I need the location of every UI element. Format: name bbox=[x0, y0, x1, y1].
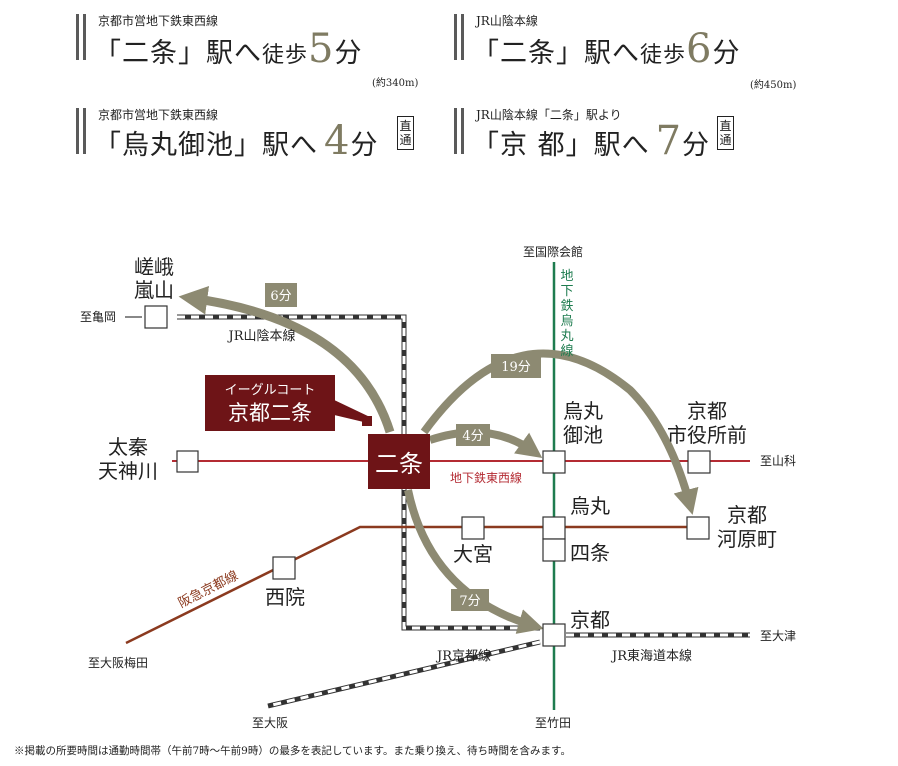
walk-label: 徒歩 bbox=[262, 43, 309, 68]
minutes-value: 5 bbox=[308, 26, 335, 72]
distance: (約340m) bbox=[372, 78, 419, 89]
time-badge-oike: 4分 bbox=[456, 424, 490, 446]
station-box-kyoto bbox=[542, 623, 566, 647]
destination-label: 「二条」駅へ bbox=[472, 38, 640, 69]
minutes-unit: 分 bbox=[682, 130, 711, 161]
arrow-kyoto bbox=[404, 489, 544, 634]
time-badge-kyoto: 7分 bbox=[451, 589, 489, 611]
svg-text:6分: 6分 bbox=[270, 289, 291, 304]
station-name-omiya: 大宮 bbox=[453, 542, 493, 566]
destination: 「二条」駅へ徒歩5分 bbox=[94, 26, 362, 72]
station-box-shijo bbox=[542, 538, 566, 562]
destination: 「二条」駅へ徒歩6分 bbox=[472, 26, 740, 72]
direction-kokusai: 至国際会館 bbox=[523, 244, 583, 259]
direction-kameoka: 至亀岡 bbox=[80, 310, 116, 324]
svg-text:下: 下 bbox=[560, 284, 573, 299]
svg-text:7分: 7分 bbox=[459, 594, 480, 609]
svg-text:丸: 丸 bbox=[560, 329, 573, 344]
svg-text:線: 線 bbox=[560, 343, 573, 359]
minutes-value: 6 bbox=[686, 26, 713, 72]
station-box-uzumasa bbox=[176, 450, 199, 473]
destination-label: 「烏丸御池」駅へ bbox=[94, 130, 318, 161]
svg-text:地: 地 bbox=[560, 269, 573, 284]
station-name-uzumasa-2: 天神川 bbox=[98, 459, 158, 483]
station-box-oike bbox=[542, 450, 566, 474]
time-badge-kawaramachi: 19分 bbox=[491, 354, 541, 378]
station-name-oike-2: 御池 bbox=[563, 423, 603, 447]
station-box-karasuma bbox=[542, 516, 566, 540]
station-name-saiin: 西院 bbox=[265, 585, 305, 609]
minutes-unit: 分 bbox=[334, 38, 363, 69]
station-name-nijo: 二条 bbox=[375, 450, 423, 478]
station-name-arashiyama-2: 嵐山 bbox=[134, 278, 174, 302]
destination-label: 「京 都」駅へ bbox=[472, 130, 650, 161]
jr-osaka-line bbox=[267, 639, 541, 709]
line-label-karasuma: 地 下 鉄 烏 丸 線 bbox=[560, 269, 573, 359]
distance: (約450m) bbox=[750, 80, 797, 91]
station-name-uzumasa-1: 太秦 bbox=[108, 435, 148, 459]
destination-label: 「二条」駅へ bbox=[94, 38, 262, 69]
direction-yamashina: 至山科 bbox=[760, 454, 796, 468]
time-badge-arashiyama: 6分 bbox=[265, 283, 297, 307]
station-name-karasuma: 烏丸 bbox=[570, 494, 610, 518]
walk-label: 徒歩 bbox=[640, 43, 687, 68]
station-box-omiya bbox=[461, 516, 485, 540]
station-name-oike-1: 烏丸 bbox=[563, 399, 603, 423]
hankyu-line bbox=[125, 525, 700, 645]
divider-bar bbox=[454, 14, 464, 60]
station-name-arashiyama-1: 嵯峨 bbox=[134, 255, 174, 279]
svg-text:鉄: 鉄 bbox=[560, 299, 573, 314]
minutes-unit: 分 bbox=[712, 38, 741, 69]
direct-badge: 直通 bbox=[397, 116, 414, 150]
station-box-kawaramachi bbox=[686, 516, 710, 540]
direction-osaka: 至大阪 bbox=[252, 716, 288, 730]
station-box-arashiyama bbox=[144, 305, 168, 329]
direction-umeda: 至大阪梅田 bbox=[88, 655, 148, 670]
line-name: 京都市営地下鉄東西線 bbox=[98, 108, 219, 122]
minutes-value: 7 bbox=[655, 118, 683, 164]
property-callout: イーグルコート 京都二条 bbox=[205, 375, 372, 431]
line-label-hankyu: 阪急京都線 bbox=[176, 568, 241, 612]
divider-bar bbox=[454, 108, 464, 154]
access-block-nijo-subway: 京都市営地下鉄東西線 「二条」駅へ徒歩5分 (約340m) bbox=[76, 12, 436, 92]
direction-takeda: 至竹田 bbox=[535, 716, 571, 730]
station-name-shijo: 四条 bbox=[570, 541, 610, 565]
minutes-unit: 分 bbox=[350, 130, 379, 161]
station-box-shiyakusho bbox=[687, 450, 711, 474]
line-name: JR山陰本線「二条」駅より bbox=[476, 108, 622, 122]
direction-otsu: 至大津 bbox=[760, 629, 796, 643]
minutes-value: 4 bbox=[324, 118, 351, 164]
property-name-kana: イーグルコート bbox=[225, 383, 316, 398]
station-box-saiin bbox=[272, 556, 296, 580]
station-name-kawaramachi-2: 河原町 bbox=[717, 527, 777, 551]
line-name: 京都市営地下鉄東西線 bbox=[98, 14, 219, 28]
arrow-kawaramachi bbox=[420, 349, 699, 515]
station-box-nijo bbox=[368, 434, 430, 489]
svg-text:19分: 19分 bbox=[501, 360, 531, 375]
svg-text:烏: 烏 bbox=[560, 313, 573, 329]
svg-text:4分: 4分 bbox=[462, 429, 483, 444]
divider-bar bbox=[76, 108, 86, 154]
footnote: ※掲載の所要時間は通勤時間帯（午前7時〜午前9時）の最多を表記しています。また乗… bbox=[14, 745, 571, 757]
property-name: 京都二条 bbox=[228, 401, 312, 425]
direct-badge: 直通 bbox=[717, 116, 734, 150]
divider-bar bbox=[76, 14, 86, 60]
station-name-kyoto: 京都 bbox=[570, 608, 610, 632]
line-label-jr-sanin: JR山陰本線 bbox=[227, 328, 296, 344]
station-name-shiyakusho-2: 市役所前 bbox=[667, 423, 747, 447]
line-name: JR山陰本線 bbox=[476, 14, 538, 28]
access-block-nijo-jr: JR山陰本線 「二条」駅へ徒歩6分 (約450m) bbox=[454, 12, 814, 92]
line-label-tozai: 地下鉄東西線 bbox=[450, 470, 522, 485]
line-label-jr-kyoto: JR京都線 bbox=[435, 648, 491, 664]
station-name-shiyakusho-1: 京都 bbox=[687, 399, 727, 423]
station-name-kawaramachi-1: 京都 bbox=[727, 503, 767, 527]
line-label-jr-tokaido: JR東海道本線 bbox=[610, 648, 692, 664]
arrow-arashiyama bbox=[178, 286, 395, 434]
